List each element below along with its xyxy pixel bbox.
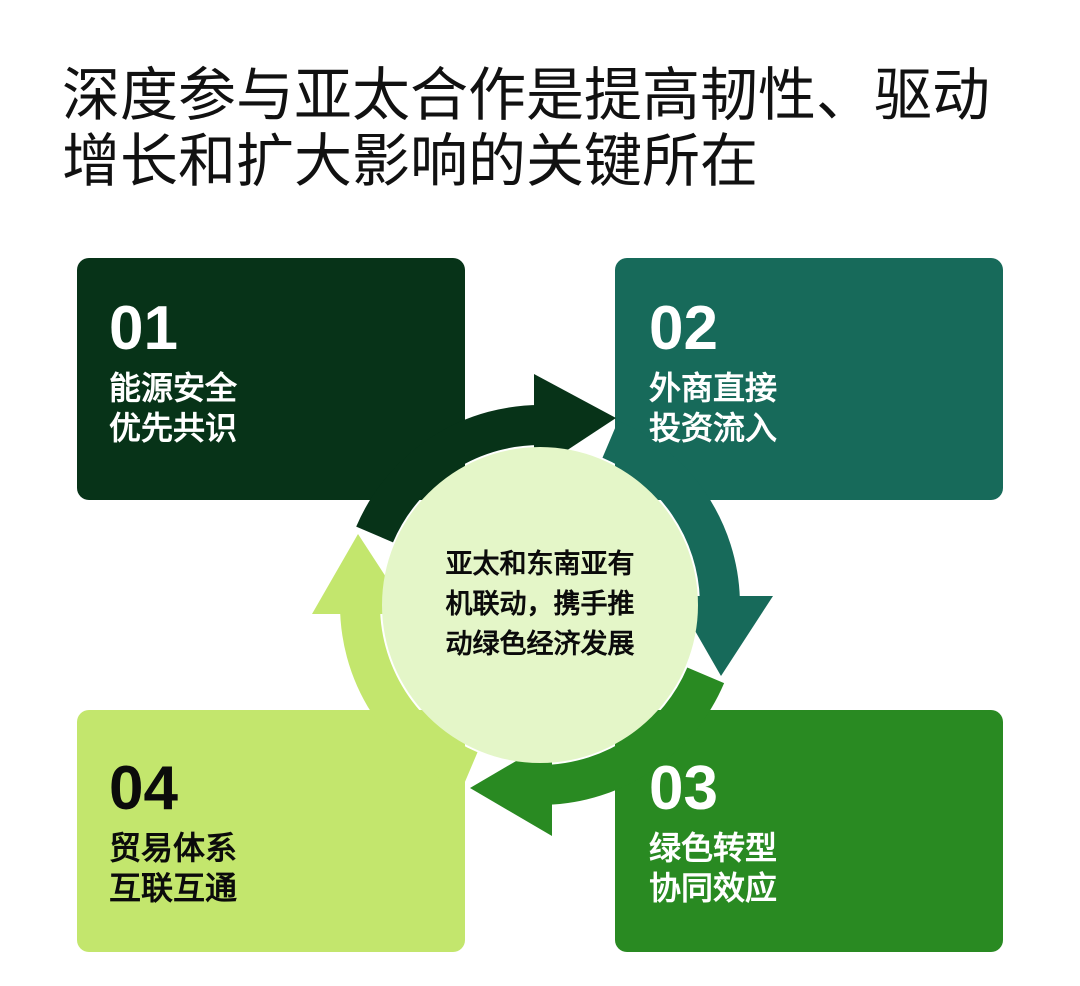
box-04: 04 贸易体系 互联互通: [77, 710, 465, 952]
box-01-label-line-2: 优先共识: [109, 409, 238, 447]
box-02-number: 02: [649, 294, 718, 363]
center-disc: [382, 447, 698, 763]
title-line-2: 增长和扩大影响的关键所在: [62, 127, 759, 195]
box-01-label-line-1: 能源安全: [109, 369, 238, 407]
box-01-label: 能源安全 优先共识: [109, 368, 237, 448]
box-01-number: 01: [109, 294, 178, 363]
cycle-arrow-01-icon: [534, 374, 616, 472]
cycle-arc-02: [602, 420, 740, 601]
cycle-arc-04: [340, 599, 478, 790]
cycle-arc-01: [356, 405, 546, 543]
box-04-number: 04: [109, 754, 178, 823]
box-04-label: 贸易体系 互联互通: [109, 828, 237, 908]
box-02-label-line-1: 外商直接: [649, 369, 778, 407]
box-04-label-line-1: 贸易体系: [109, 829, 238, 867]
center-text-line-1: 亚太和东南亚有: [445, 549, 635, 580]
box-02-label: 外商直接 投资流入: [649, 368, 777, 448]
center-text-line-3: 动绿色经济发展: [445, 629, 635, 660]
cycle-arrow-02-icon: [675, 596, 773, 676]
box-04-label-line-2: 互联互通: [109, 869, 238, 907]
box-03-label-line-2: 协同效应: [649, 869, 778, 907]
page-title: 深度参与亚太合作是提高韧性、驱动 增长和扩大影响的关键所在: [62, 62, 1022, 194]
box-03-label: 绿色转型 协同效应: [649, 828, 777, 908]
box-03: 03 绿色转型 协同效应: [615, 710, 1003, 952]
title-line-1: 深度参与亚太合作是提高韧性、驱动: [62, 61, 991, 129]
cycle-arc-03: [544, 667, 725, 805]
box-03-number: 03: [649, 754, 718, 823]
box-02-label-line-2: 投资流入: [649, 409, 778, 447]
cycle-arrow-03-icon: [470, 740, 552, 836]
center-text: 亚太和东南亚有 机联动，携手推 动绿色经济发展: [408, 545, 672, 665]
center-text-line-2: 机联动，携手推: [445, 589, 635, 620]
box-01: 01 能源安全 优先共识: [77, 258, 465, 500]
box-03-label-line-1: 绿色转型: [649, 829, 778, 867]
box-02: 02 外商直接 投资流入: [615, 258, 1003, 500]
